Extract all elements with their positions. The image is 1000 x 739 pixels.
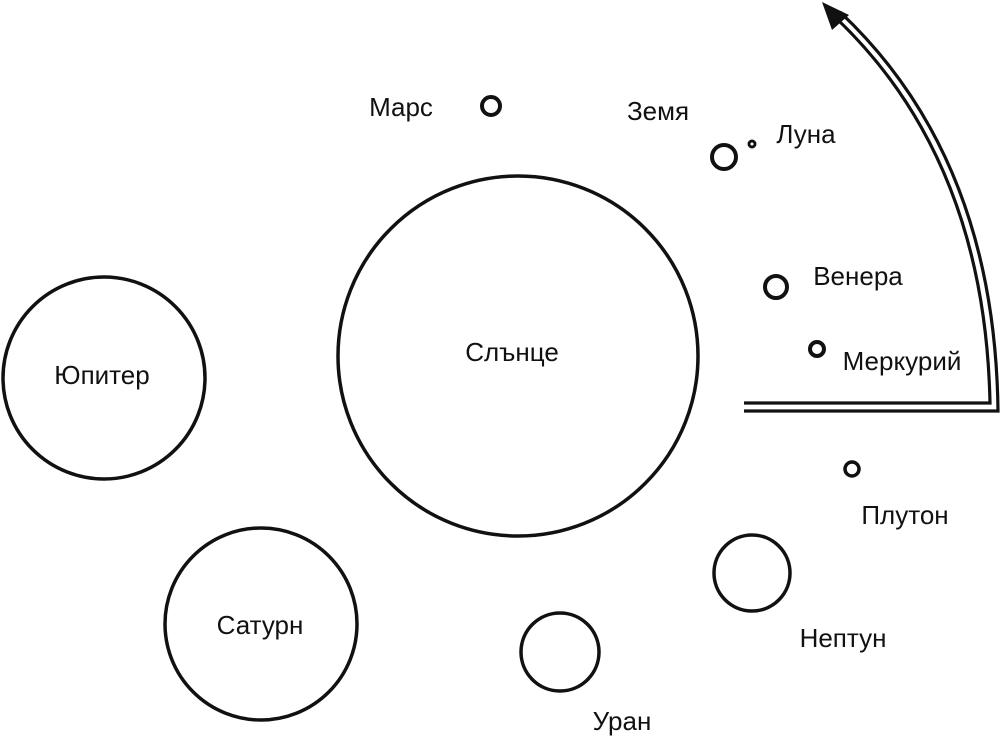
earth-label: Земя [627, 96, 689, 126]
neptune-circle [712, 533, 792, 613]
mars-label: Марс [369, 92, 433, 122]
uranus-circle [519, 611, 601, 693]
sun-label: Слънце [465, 337, 559, 367]
mercury-label: Меркурий [843, 346, 962, 376]
venus-circle [763, 274, 789, 300]
moon-label: Луна [776, 119, 836, 149]
saturn-label: Сатурн [217, 610, 304, 640]
pluto-label: Плутон [861, 500, 948, 530]
uranus-label: Уран [593, 706, 652, 736]
jupiter-circle [1, 275, 207, 481]
mars-circle [480, 95, 502, 117]
saturn-circle [163, 526, 359, 722]
earth-circle [710, 143, 738, 171]
arrow-outer-line [744, 10, 1000, 413]
sun-circle [336, 174, 700, 538]
pluto-circle [843, 460, 861, 478]
venus-label: Венера [813, 261, 903, 291]
arrowhead-icon [822, 2, 849, 30]
mercury-circle [808, 340, 826, 358]
arrow-inner-line [744, 16, 992, 405]
moon-circle [747, 139, 757, 149]
orbit-direction-arrow [744, 2, 1000, 413]
neptune-label: Нептун [800, 623, 887, 653]
jupiter-label: Юпитер [54, 360, 149, 390]
